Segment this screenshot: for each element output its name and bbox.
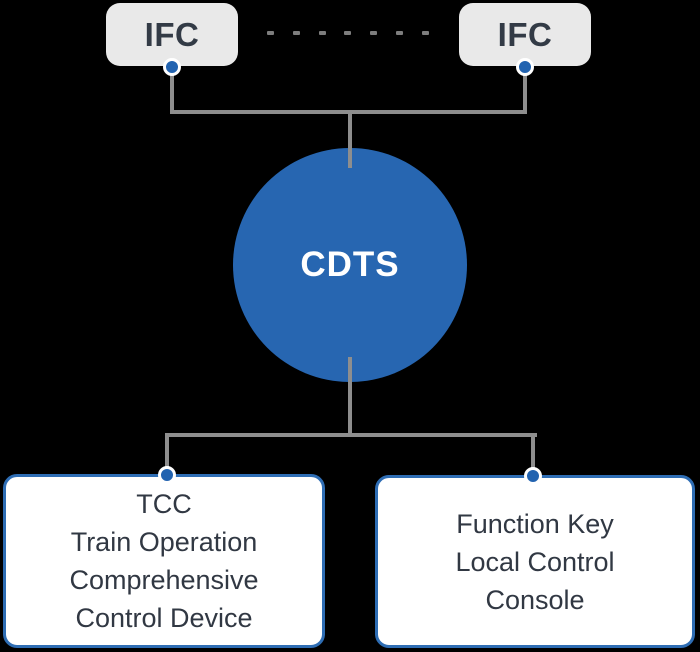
cdts-node-label: CDTS [300,245,400,284]
function-key-node-line: Local Control [455,546,615,577]
dash-segment [267,31,274,35]
function-key-node: Function Key Local Control Console [375,475,695,648]
connector-horizontal-bottom [165,433,537,437]
tcc-node-line: Comprehensive [69,565,259,595]
cdts-node: CDTS [233,148,467,382]
connector-stub-top-left [170,67,174,114]
tcc-node-line: Train Operation [70,527,258,557]
ifc-node-left: IFC [106,3,238,66]
dash-segment [396,31,404,35]
connection-dot-tcc-box [158,466,176,484]
dash-segment [370,31,378,35]
connection-dot-ifc-right [516,58,534,76]
ifc-node-left-label: IFC [144,15,200,53]
ifc-node-right: IFC [459,3,591,66]
dash-segment [421,31,429,35]
connection-dot-function-key-box [524,467,542,485]
dash-segment [344,31,352,35]
connector-stub-bottom-right [531,433,535,477]
connector-stub-bottom-left [165,433,169,476]
function-key-node-line: Console [485,584,585,615]
ifc-dashed-link [267,31,429,35]
tcc-node: TCC Train Operation Comprehensive Contro… [3,474,325,648]
connector-vertical-from-circle-bottom [348,357,352,437]
ifc-node-right-label: IFC [497,15,553,53]
dash-segment [318,31,326,35]
connector-vertical-to-circle-top [348,110,352,168]
dash-segment [292,31,300,35]
function-key-node-line: Function Key [456,508,614,539]
connector-stub-top-right [523,67,527,114]
connection-dot-ifc-left [163,58,181,76]
tcc-node-line: Control Device [75,603,253,633]
tcc-node-line: TCC [136,489,192,519]
